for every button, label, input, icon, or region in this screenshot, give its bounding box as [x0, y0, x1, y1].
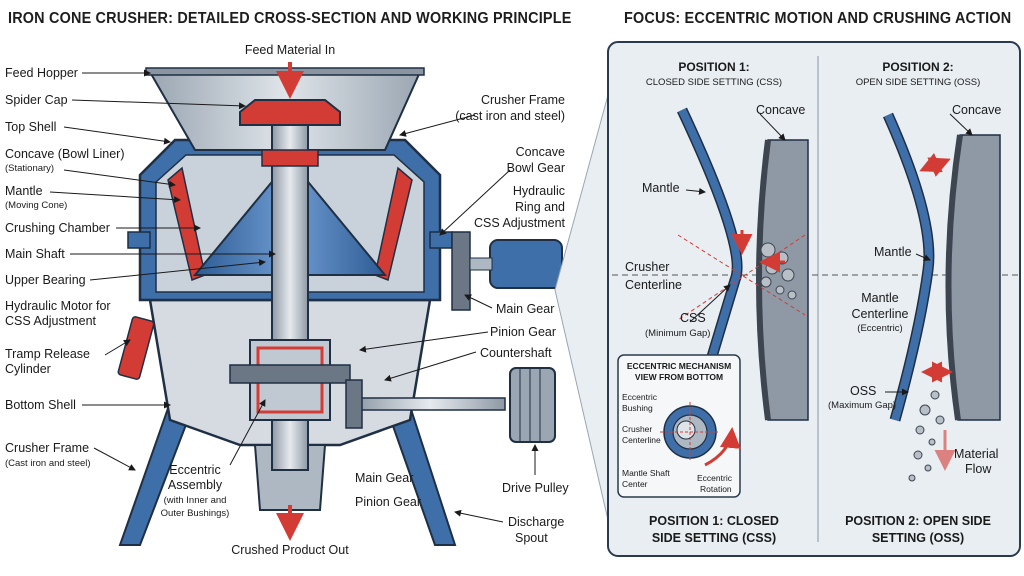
main-gear-side — [451, 231, 471, 311]
label-pos1-sub: CLOSED SIDE SETTING (CSS) — [646, 77, 782, 88]
label-css-sub: (Minimum Gap) — [645, 328, 710, 339]
main-title: IRON CONE CRUSHER: DETAILED CROSS-SECTIO… — [8, 10, 572, 27]
label-hydraulic-ring-2: Ring and — [515, 200, 565, 214]
label-crusher-centerline-1: Crusher — [625, 260, 669, 274]
label-inset-cl-2: Centerline — [622, 435, 661, 445]
label-material-flow-2: Flow — [965, 462, 992, 476]
rocks-pos2 — [908, 390, 945, 482]
label-inset-cl-1: Crusher — [622, 424, 652, 434]
label-concave-bowl-gear-2: Bowl Gear — [507, 161, 565, 175]
label-ecc-bushing-1: Eccentric — [622, 392, 658, 402]
label-drive-pulley: Drive Pulley — [502, 481, 569, 495]
label-footer2-2: SETTING (OSS) — [872, 531, 964, 545]
label-inset-msc-1: Mantle Shaft — [622, 468, 670, 478]
label-feed-material-in: Feed Material In — [245, 43, 335, 57]
label-pos2-title: POSITION 2: — [882, 60, 953, 74]
label-moving-cone: (Moving Cone) — [5, 200, 67, 211]
label-discharge-1: Discharge — [508, 515, 564, 529]
label-crusher-centerline-2: Centerline — [625, 278, 682, 292]
label-crusher-frame-right: Crusher Frame — [481, 93, 565, 107]
label-crusher-frame-left-sub: (Cast iron and steel) — [5, 458, 91, 469]
label-footer1-2: SIDE SETTING (CSS) — [652, 531, 776, 545]
label-eccentric-4: Outer Bushings) — [161, 508, 230, 519]
label-inset-msc-2: Center — [622, 479, 648, 489]
label-oss-sub: (Maximum Gap) — [828, 400, 896, 411]
label-crusher-frame-right-sub: (cast iron and steel) — [455, 109, 565, 123]
label-footer1-1: POSITION 1: CLOSED — [649, 514, 779, 528]
label-concave-pos1: Concave — [756, 103, 805, 117]
label-hydraulic-motor-2: CSS Adjustment — [5, 314, 97, 328]
label-hydraulic-motor-1: Hydraulic Motor for — [5, 299, 111, 313]
label-eccentric-1: Eccentric — [169, 463, 220, 477]
label-top-shell: Top Shell — [5, 120, 56, 134]
label-concave-pos2: Concave — [952, 103, 1001, 117]
hydraulic-motor-side — [489, 239, 563, 289]
left-leaders — [49, 69, 539, 523]
label-mantle-centerline-2: Centerline — [852, 307, 909, 321]
label-footer2-1: POSITION 2: OPEN SIDE — [845, 514, 991, 528]
label-main-shaft: Main Shaft — [5, 247, 65, 261]
drive-pulley — [509, 367, 556, 443]
label-mantle-pos2: Mantle — [874, 245, 912, 259]
label-tramp-release-1: Tramp Release — [5, 347, 90, 361]
label-pinion-gear-bottom: Pinion Gear — [355, 495, 421, 509]
label-crushing-chamber: Crushing Chamber — [5, 221, 110, 235]
label-inset-title-2: VIEW FROM BOTTOM — [635, 372, 723, 382]
pinion-gear-bottom — [345, 379, 363, 429]
label-tramp-release-2: Cylinder — [5, 362, 51, 376]
flange-left — [127, 231, 151, 249]
label-pos1-title: POSITION 1: — [678, 60, 749, 74]
label-inset-title-1: ECCENTRIC MECHANISM — [627, 361, 731, 371]
label-crushed-product-out: Crushed Product Out — [231, 543, 349, 557]
label-hydraulic-ring-3: CSS Adjustment — [474, 216, 566, 230]
label-mantle-centerline-1: Mantle — [861, 291, 899, 305]
label-hydraulic-ring-1: Hydraulic — [513, 184, 565, 198]
label-material-flow-1: Material — [954, 447, 998, 461]
upper-bearing — [261, 149, 319, 167]
label-crusher-frame-left: Crusher Frame — [5, 441, 89, 455]
label-countershaft: Countershaft — [480, 346, 552, 360]
label-ecc-rot-1: Eccentric — [697, 473, 733, 483]
panel-leaders — [685, 113, 973, 396]
main-gear-bottom — [229, 364, 351, 384]
label-concave-bowl-liner: Concave (Bowl Liner) — [5, 147, 125, 161]
label-mantle-centerline-sub: (Eccentric) — [857, 323, 902, 334]
label-spider-cap: Spider Cap — [5, 93, 68, 107]
label-pos2-sub: OPEN SIDE SETTING (OSS) — [856, 77, 981, 88]
label-main-gear-bottom: Main Gear — [355, 471, 413, 485]
label-ecc-bushing-2: Bushing — [622, 403, 653, 413]
label-ecc-rot-2: Rotation — [700, 484, 732, 494]
label-discharge-2: Spout — [515, 531, 548, 545]
crusher-body — [117, 62, 563, 546]
tramp-release-cylinder — [117, 316, 155, 380]
label-css: CSS — [680, 311, 706, 325]
label-mantle-pos1: Mantle — [642, 181, 680, 195]
label-eccentric-2: Assembly — [168, 478, 223, 492]
label-mantle: Mantle — [5, 184, 43, 198]
focus-title: FOCUS: ECCENTRIC MOTION AND CRUSHING ACT… — [624, 10, 1012, 27]
label-upper-bearing: Upper Bearing — [5, 273, 86, 287]
spider-cap — [239, 99, 341, 126]
countershaft — [354, 397, 506, 411]
label-bottom-shell: Bottom Shell — [5, 398, 76, 412]
label-feed-hopper: Feed Hopper — [5, 66, 78, 80]
label-stationary: (Stationary) — [5, 163, 54, 174]
label-oss: OSS — [850, 384, 876, 398]
label-eccentric-3: (with Inner and — [164, 495, 227, 506]
label-concave-bowl-gear-1: Concave — [516, 145, 565, 159]
focus-panel — [607, 41, 1021, 557]
label-pinion-gear-right: Pinion Gear — [490, 325, 556, 339]
label-main-gear-right: Main Gear — [496, 302, 554, 316]
